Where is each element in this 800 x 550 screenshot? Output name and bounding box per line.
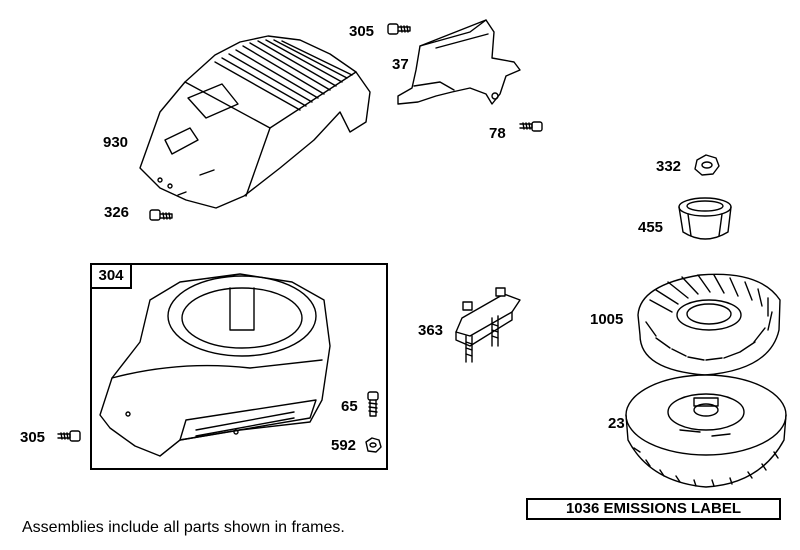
screw-305-bottom: [57, 430, 81, 442]
label-78: 78: [489, 125, 506, 142]
guard-37: [397, 19, 521, 105]
label-326: 326: [104, 204, 130, 221]
emissions-label-box: 1036 EMISSIONS LABEL: [526, 498, 781, 520]
label-305-top: 305: [349, 23, 375, 40]
screw-305-top: [387, 23, 411, 35]
screw-78: [519, 121, 543, 132]
label-305-bottom: 305: [20, 429, 46, 446]
nut-592: [365, 437, 382, 453]
label-65: 65: [341, 398, 358, 415]
label-455: 455: [638, 219, 664, 236]
label-304: 304: [90, 263, 132, 289]
bracket-363: [455, 287, 521, 363]
screw-65: [367, 391, 379, 417]
nut-332: [694, 154, 720, 176]
screw-326: [149, 209, 173, 221]
fan-1005: [637, 273, 781, 376]
starter-cup-455: [678, 197, 732, 240]
label-23: 23: [608, 415, 625, 432]
label-37: 37: [392, 56, 409, 73]
label-332: 332: [656, 158, 682, 175]
flywheel-23: [625, 374, 787, 488]
blower-housing-304: [99, 273, 331, 457]
footnote: Assemblies include all parts shown in fr…: [22, 519, 345, 536]
label-592: 592: [331, 437, 357, 454]
label-1005: 1005: [590, 311, 624, 328]
assembly-frame-304: 304: [90, 263, 388, 470]
label-363: 363: [418, 322, 444, 339]
label-930: 930: [103, 134, 129, 151]
blower-housing-cover: [139, 35, 371, 209]
